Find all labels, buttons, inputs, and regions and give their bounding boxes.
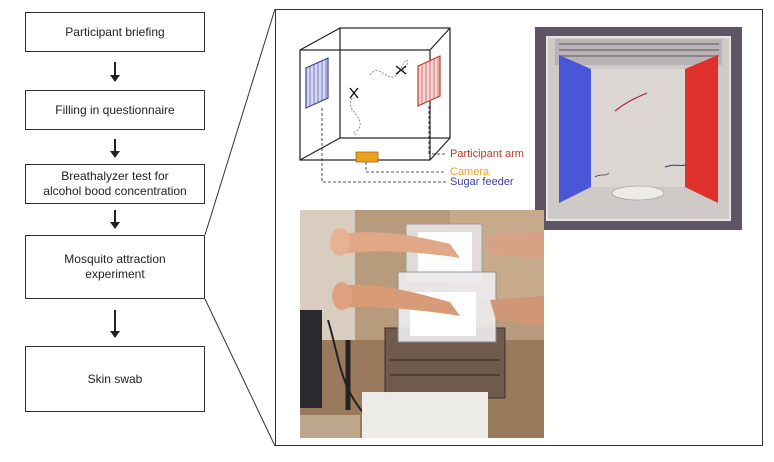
step-skin-swab: Skin swab	[25, 346, 205, 412]
camera-icon	[355, 151, 379, 163]
step-breathalyzer: Breathalyzer test for alcohol bood conce…	[25, 164, 205, 204]
arrow-3	[110, 210, 120, 229]
sugar-feeder-panel	[305, 57, 329, 109]
step-questionnaire: Filling in questionnaire	[25, 90, 205, 130]
arrow-2	[110, 139, 120, 158]
label-sugar-feeder: Sugar feeder	[450, 176, 514, 188]
label-participant-arm: Participant arm	[450, 148, 524, 160]
step-mosquito-experiment: Mosquito attraction experiment	[25, 235, 205, 299]
mosquito-icon	[395, 65, 407, 75]
cage-interior-photo	[535, 27, 742, 230]
arrow-4	[110, 310, 120, 338]
label-camera: Camera	[450, 166, 490, 178]
participant-arm-panel	[417, 55, 441, 107]
arrow-1	[110, 62, 120, 82]
mosquito-icon	[349, 87, 359, 99]
cage-schematic	[299, 27, 451, 183]
step-participant-briefing: Participant briefing	[25, 12, 205, 52]
experiment-detail-frame	[275, 9, 763, 446]
lab-experiment-photo	[300, 210, 544, 438]
